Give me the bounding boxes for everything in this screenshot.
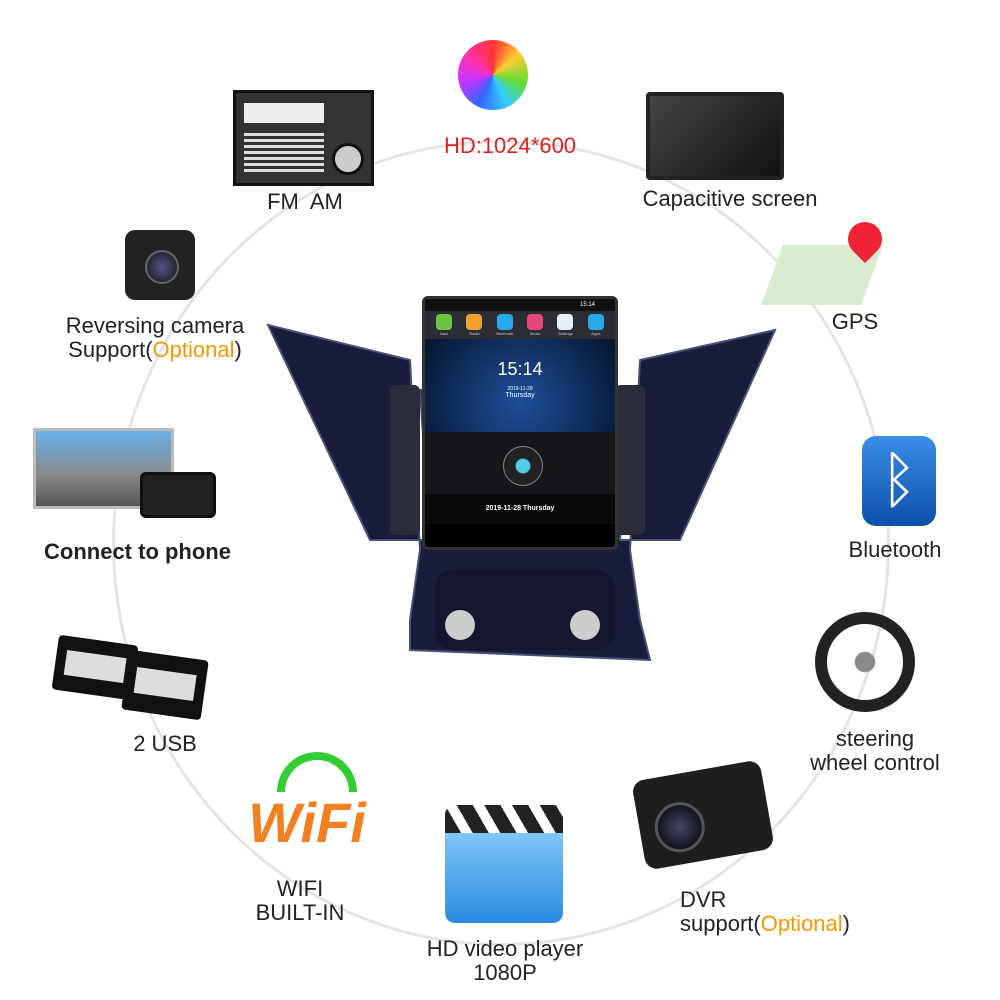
smartphone-icon <box>140 472 216 518</box>
optional-text: Optional <box>760 911 843 936</box>
clock-date: 2019-11-28 <box>507 386 533 392</box>
bluetooth-icon: ᛒ <box>862 436 936 526</box>
wifi-builtin-label: WIFI BUILT-IN <box>240 877 360 925</box>
built-in-text: BUILT-IN <box>255 900 345 925</box>
support-text: Support( <box>68 337 153 362</box>
support-text: support( <box>680 911 761 936</box>
paren-text: ) <box>842 911 850 936</box>
app-dock: Navi Radio Bluetooth Music Settings Apps <box>425 311 615 339</box>
app-music[interactable]: Music <box>524 314 546 336</box>
dvr-label: DVR support(Optional) <box>680 888 890 936</box>
1080p-text: 1080P <box>473 960 537 985</box>
head-unit-screen[interactable]: 15:14 Navi Radio Bluetooth Music Setting… <box>422 296 618 550</box>
reversing-camera-text: Reversing camera <box>65 313 245 338</box>
app-settings[interactable]: Settings <box>554 314 576 336</box>
tablet-icon <box>646 92 784 180</box>
color-wheel-icon <box>458 40 528 110</box>
steering-text: steering <box>835 726 915 751</box>
capacitive-screen-label: Capacitive screen <box>642 186 818 211</box>
connect-to-phone-label: Connect to phone <box>44 539 231 564</box>
reversing-camera-icon <box>125 230 195 300</box>
reversing-camera-label: Reversing camera Support(Optional) <box>50 314 260 362</box>
bluetooth-label: Bluetooth <box>848 537 942 562</box>
wheel-control-text: wheel control <box>810 750 940 775</box>
app-apps[interactable]: Apps <box>585 314 607 336</box>
clock-weekday: Thursday <box>505 392 535 399</box>
fm-am-label: FM AM <box>267 189 343 214</box>
feature-ring <box>112 140 890 946</box>
clock-widget: 15:14 2019-11-28 Thursday <box>425 339 615 432</box>
status-bar: 15:14 <box>425 299 615 311</box>
dvr-text: DVR <box>680 887 727 912</box>
wifi-logo: WiFi <box>248 791 366 854</box>
gps-label: GPS <box>831 309 879 334</box>
hd-resolution-label: HD:1024*600 <box>443 133 577 158</box>
play-button-icon[interactable] <box>503 446 543 486</box>
optional-text: Optional <box>152 337 235 362</box>
wifi-text: WIFI <box>276 876 324 901</box>
usb-label: 2 USB <box>133 731 197 756</box>
app-radio[interactable]: Radio <box>463 314 485 336</box>
bottom-date: 2019-11-28 Thursday <box>425 494 615 524</box>
hd-video-label: HD video player 1080P <box>410 937 600 985</box>
steering-wheel-label: steering wheel control <box>800 727 950 775</box>
paren-text: ) <box>234 337 242 362</box>
radio-icon <box>233 90 374 186</box>
video-clapper-icon <box>445 805 563 923</box>
app-navi[interactable]: Navi <box>433 314 455 336</box>
app-bluetooth[interactable]: Bluetooth <box>494 314 516 336</box>
hd-video-text: HD video player <box>426 936 584 961</box>
usb-cable-icon-2 <box>121 649 209 721</box>
steering-wheel-icon <box>815 612 915 712</box>
clock-time: 15:14 <box>497 359 543 379</box>
music-player-widget[interactable] <box>425 432 615 494</box>
